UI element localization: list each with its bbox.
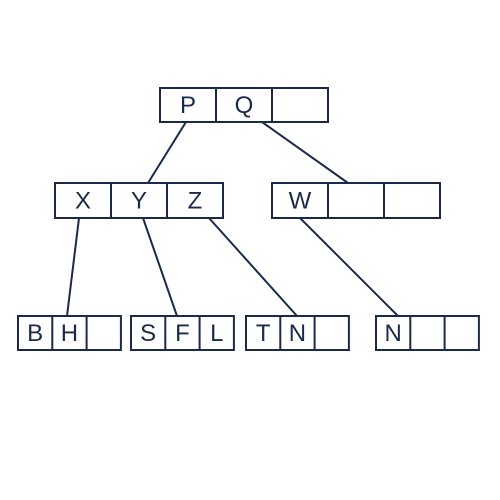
- edge-n-xyz-to-n-sfl: [142, 217, 178, 317]
- tree-node-n-xyz: X Y Z: [54, 182, 224, 219]
- node-key: L: [210, 320, 223, 347]
- edge-root-to-n-xyz: [147, 121, 187, 184]
- node-frame: [130, 315, 235, 351]
- node-key: P: [180, 92, 196, 119]
- node-frame: [54, 182, 224, 219]
- node-key: N: [289, 320, 306, 347]
- node-frame: [17, 315, 122, 351]
- node-key: W: [289, 188, 312, 215]
- node-key: S: [140, 320, 156, 347]
- edge-n-xyz-to-n-bh: [66, 217, 80, 317]
- tree-node-n-w: W: [271, 182, 441, 219]
- edge-n-xyz-to-n-tn: [208, 217, 298, 317]
- node-key: B: [27, 320, 43, 347]
- edge-root-to-n-w: [261, 121, 349, 184]
- node-frame: [271, 182, 441, 219]
- node-key: Z: [188, 188, 203, 215]
- node-frame: [375, 315, 480, 351]
- node-key: X: [75, 188, 91, 215]
- node-key: N: [384, 320, 401, 347]
- node-frame: [245, 315, 350, 351]
- edge-n-w-to-n-n: [299, 217, 399, 317]
- node-key: Y: [131, 188, 147, 215]
- node-key: F: [175, 320, 190, 347]
- node-frame: [159, 87, 329, 123]
- node-key: T: [256, 320, 271, 347]
- edges-layer: [66, 121, 399, 317]
- node-key: H: [61, 320, 78, 347]
- tree-node-n-n: N: [375, 315, 480, 351]
- node-key: Q: [235, 92, 254, 119]
